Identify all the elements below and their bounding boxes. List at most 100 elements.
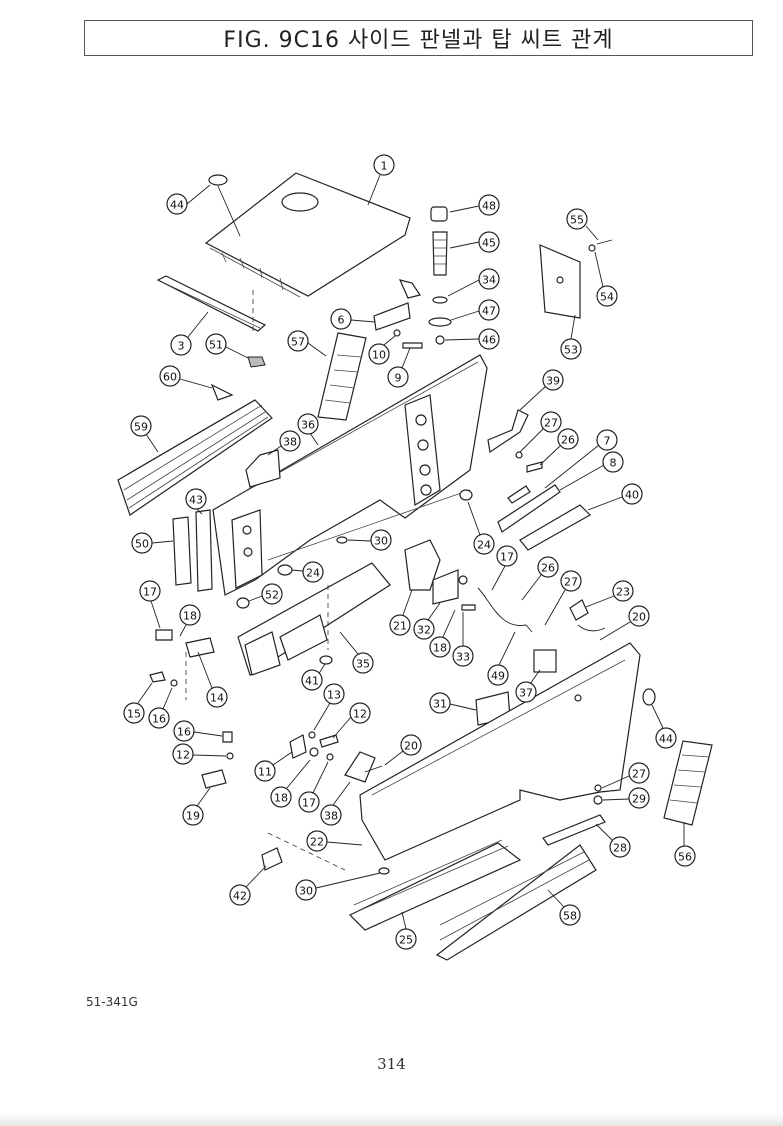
callout-44: 44 [166,184,211,215]
callout-22: 22 [306,830,363,852]
callout-label: 12 [353,708,367,721]
callout-47: 47 [450,299,500,321]
louver-panel-57 [317,332,367,421]
callout-17b: 17 [139,580,161,629]
callout-label: 35 [356,658,370,671]
callout-label: 43 [189,494,203,507]
callout-56: 56 [674,822,696,867]
callout-label: 55 [570,214,584,227]
callout-24: 24 [467,501,495,555]
callout-label: 52 [265,589,279,602]
callout-17: 17 [491,545,518,591]
page-number: 314 [377,1055,406,1073]
callout-60: 60 [159,365,213,389]
callout-50: 50 [131,532,174,554]
callout-label: 20 [404,740,418,753]
callout-44b: 44 [651,704,677,749]
figure-title: FIG. 9C16 사이드 판넬과 탑 씨트 관계 [223,28,614,53]
callout-label: 6 [338,314,345,327]
callout-label: 7 [604,435,611,448]
scan-edge [0,1112,783,1126]
trim-strip-43 [195,509,213,592]
callout-6: 6 [330,308,376,330]
callout-38b: 38 [320,781,351,826]
callout-33: 33 [452,612,474,667]
louver-panel-59 [117,399,273,516]
callout-21: 21 [389,589,413,636]
callout-label: 18 [433,642,447,655]
callout-38: 38 [267,430,301,456]
callout-43: 43 [185,488,207,515]
trim-strip-50 [172,516,192,586]
callout-20b: 20 [384,734,422,766]
callout-label: 58 [563,910,577,923]
callout-13: 13 [313,683,345,731]
callout-label: 19 [186,810,200,823]
figure-title-box: FIG. 9C16 사이드 판넬과 탑 씨트 관계 [84,20,753,56]
callout-label: 57 [291,336,305,349]
callout-17c: 17 [298,761,329,813]
callout-label: 14 [210,692,224,705]
callout-25: 25 [395,911,417,950]
callout-27c: 27 [601,762,650,789]
callout-label: 11 [258,766,272,779]
callout-label: 59 [134,421,148,434]
bumper-part [430,206,448,222]
callout-19: 19 [182,787,211,826]
callout-label: 47 [482,305,496,318]
callout-label: 28 [613,842,627,855]
callout-label: 18 [183,610,197,623]
callout-9: 9 [387,347,411,388]
callout-18: 18 [179,604,201,637]
callout-label: 49 [491,670,505,683]
callout-52: 52 [248,583,283,605]
callout-30b: 30 [295,872,381,901]
callout-label: 27 [632,768,646,781]
callout-58: 58 [547,889,581,926]
callout-label: 26 [541,562,555,575]
callout-label: 33 [456,651,470,664]
callout-26: 26 [539,428,579,466]
callout-18c: 18 [270,759,311,808]
bottom-panel-25 [348,842,522,931]
callout-label: 10 [372,349,386,362]
rail-assembly [497,484,561,533]
callout-46: 46 [444,328,500,350]
callout-39: 39 [519,369,564,411]
callout-51: 51 [205,333,249,359]
callout-20: 20 [599,605,650,641]
callout-label: 16 [177,726,191,739]
callout-label: 42 [233,890,247,903]
callout-label: 46 [482,334,496,347]
callout-label: 37 [519,687,533,700]
callout-label: 17 [143,586,157,599]
callout-8: 8 [559,451,624,491]
callout-35: 35 [339,631,374,674]
callout-36: 36 [297,413,319,446]
knob-part [208,174,228,186]
callout-label: 29 [632,793,646,806]
callout-40: 40 [587,483,643,511]
callout-10: 10 [368,335,396,365]
pad-block [404,539,441,591]
callout-label: 54 [600,291,614,304]
callout-label: 24 [477,539,491,552]
callout-27b: 27 [544,570,582,626]
callout-label: 18 [274,792,288,805]
callout-label: 30 [299,885,313,898]
callout-37: 37 [515,669,541,703]
callout-16b: 12 [172,743,227,765]
callout-label: 34 [482,274,496,287]
callout-label: 44 [170,199,184,212]
callout-59: 59 [130,415,159,453]
callout-49: 49 [487,631,516,686]
callout-label: 41 [305,675,319,688]
callout-label: 31 [433,698,447,711]
rail-bar [156,275,267,332]
callout-29: 29 [602,787,650,809]
callout-label: 17 [500,551,514,564]
callout-label: 25 [399,934,413,947]
callout-1: 1 [367,154,395,206]
callout-label: 38 [283,436,297,449]
